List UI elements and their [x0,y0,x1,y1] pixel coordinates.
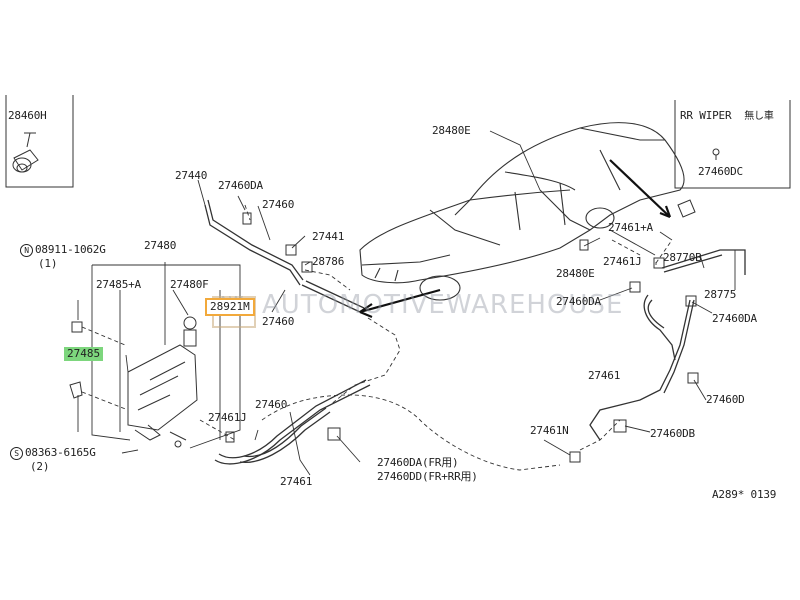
label-27461-b: 27461 [588,369,621,382]
label-27485A: 27485+A [96,278,141,291]
bolt-s-mark: S [10,447,23,460]
washer-hoses [204,199,746,465]
label-27461N: 27461N [530,424,569,437]
label-27441: 27441 [312,230,345,243]
label-28480E-top: 28480E [432,124,471,137]
label-28770B: 28770B [663,251,702,264]
label-27460DA-fr: 27460DA(FR用) [377,456,459,469]
rr-wiper-title: RR WIPER [680,109,732,122]
bolts [69,321,83,399]
label-bolt-n-qty: (1) [38,257,58,270]
label-27460DA-b: 27460DA [556,295,601,308]
figure-code: A289* 0139 [712,488,777,501]
label-28775: 28775 [704,288,737,301]
label-27480F: 27480F [170,278,209,291]
label-28460H: 28460H [8,109,47,122]
bolt-n-number: 08911-1062G [35,243,106,256]
label-27460DC: 27460DC [698,165,743,178]
inset-box-rr-wiper [674,100,791,189]
label-27460DB: 27460DB [650,427,695,440]
watermark-text: AUTOMOTIVEWAREHOUSE [262,290,624,320]
washer-tank [127,316,198,448]
label-27460-c: 27460 [255,398,288,411]
label-28786: 28786 [312,255,345,268]
label-27460-a: 27460 [262,198,295,211]
label-27461J-a: 27461J [208,411,247,424]
label-27460D: 27460D [706,393,745,406]
label-28921M: 28921M [205,298,255,316]
label-27461-a: 27461 [280,475,313,488]
label-27460-b: 27460 [262,315,295,328]
label-27440: 27440 [175,169,208,182]
label-rr-wiper: RR WIPER 無し車 [680,110,774,123]
label-bolt-s-qty: (2) [30,460,50,473]
inset-box-28460H [5,95,74,188]
pointer-arrows [359,159,672,319]
rr-wiper-note: 無し車 [744,111,774,122]
tank-leaders [77,262,241,454]
label-27460DA-c: 27460DA [712,312,757,325]
label-27460DA-a: 27460DA [218,179,263,192]
label-27461A: 27461+A [608,221,653,234]
label-28480E-mid: 28480E [556,267,595,280]
bolt-s-number: 08363-6165G [25,446,96,459]
label-leaders [197,130,736,476]
bolt-n-mark: N [20,244,33,257]
label-27460DD: 27460DD(FR+RR用) [377,470,478,483]
car-body [359,122,685,301]
label-27480: 27480 [144,239,177,252]
label-27461J-b: 27461J [603,255,642,268]
label-27485-highlighted: 27485 [64,347,104,361]
